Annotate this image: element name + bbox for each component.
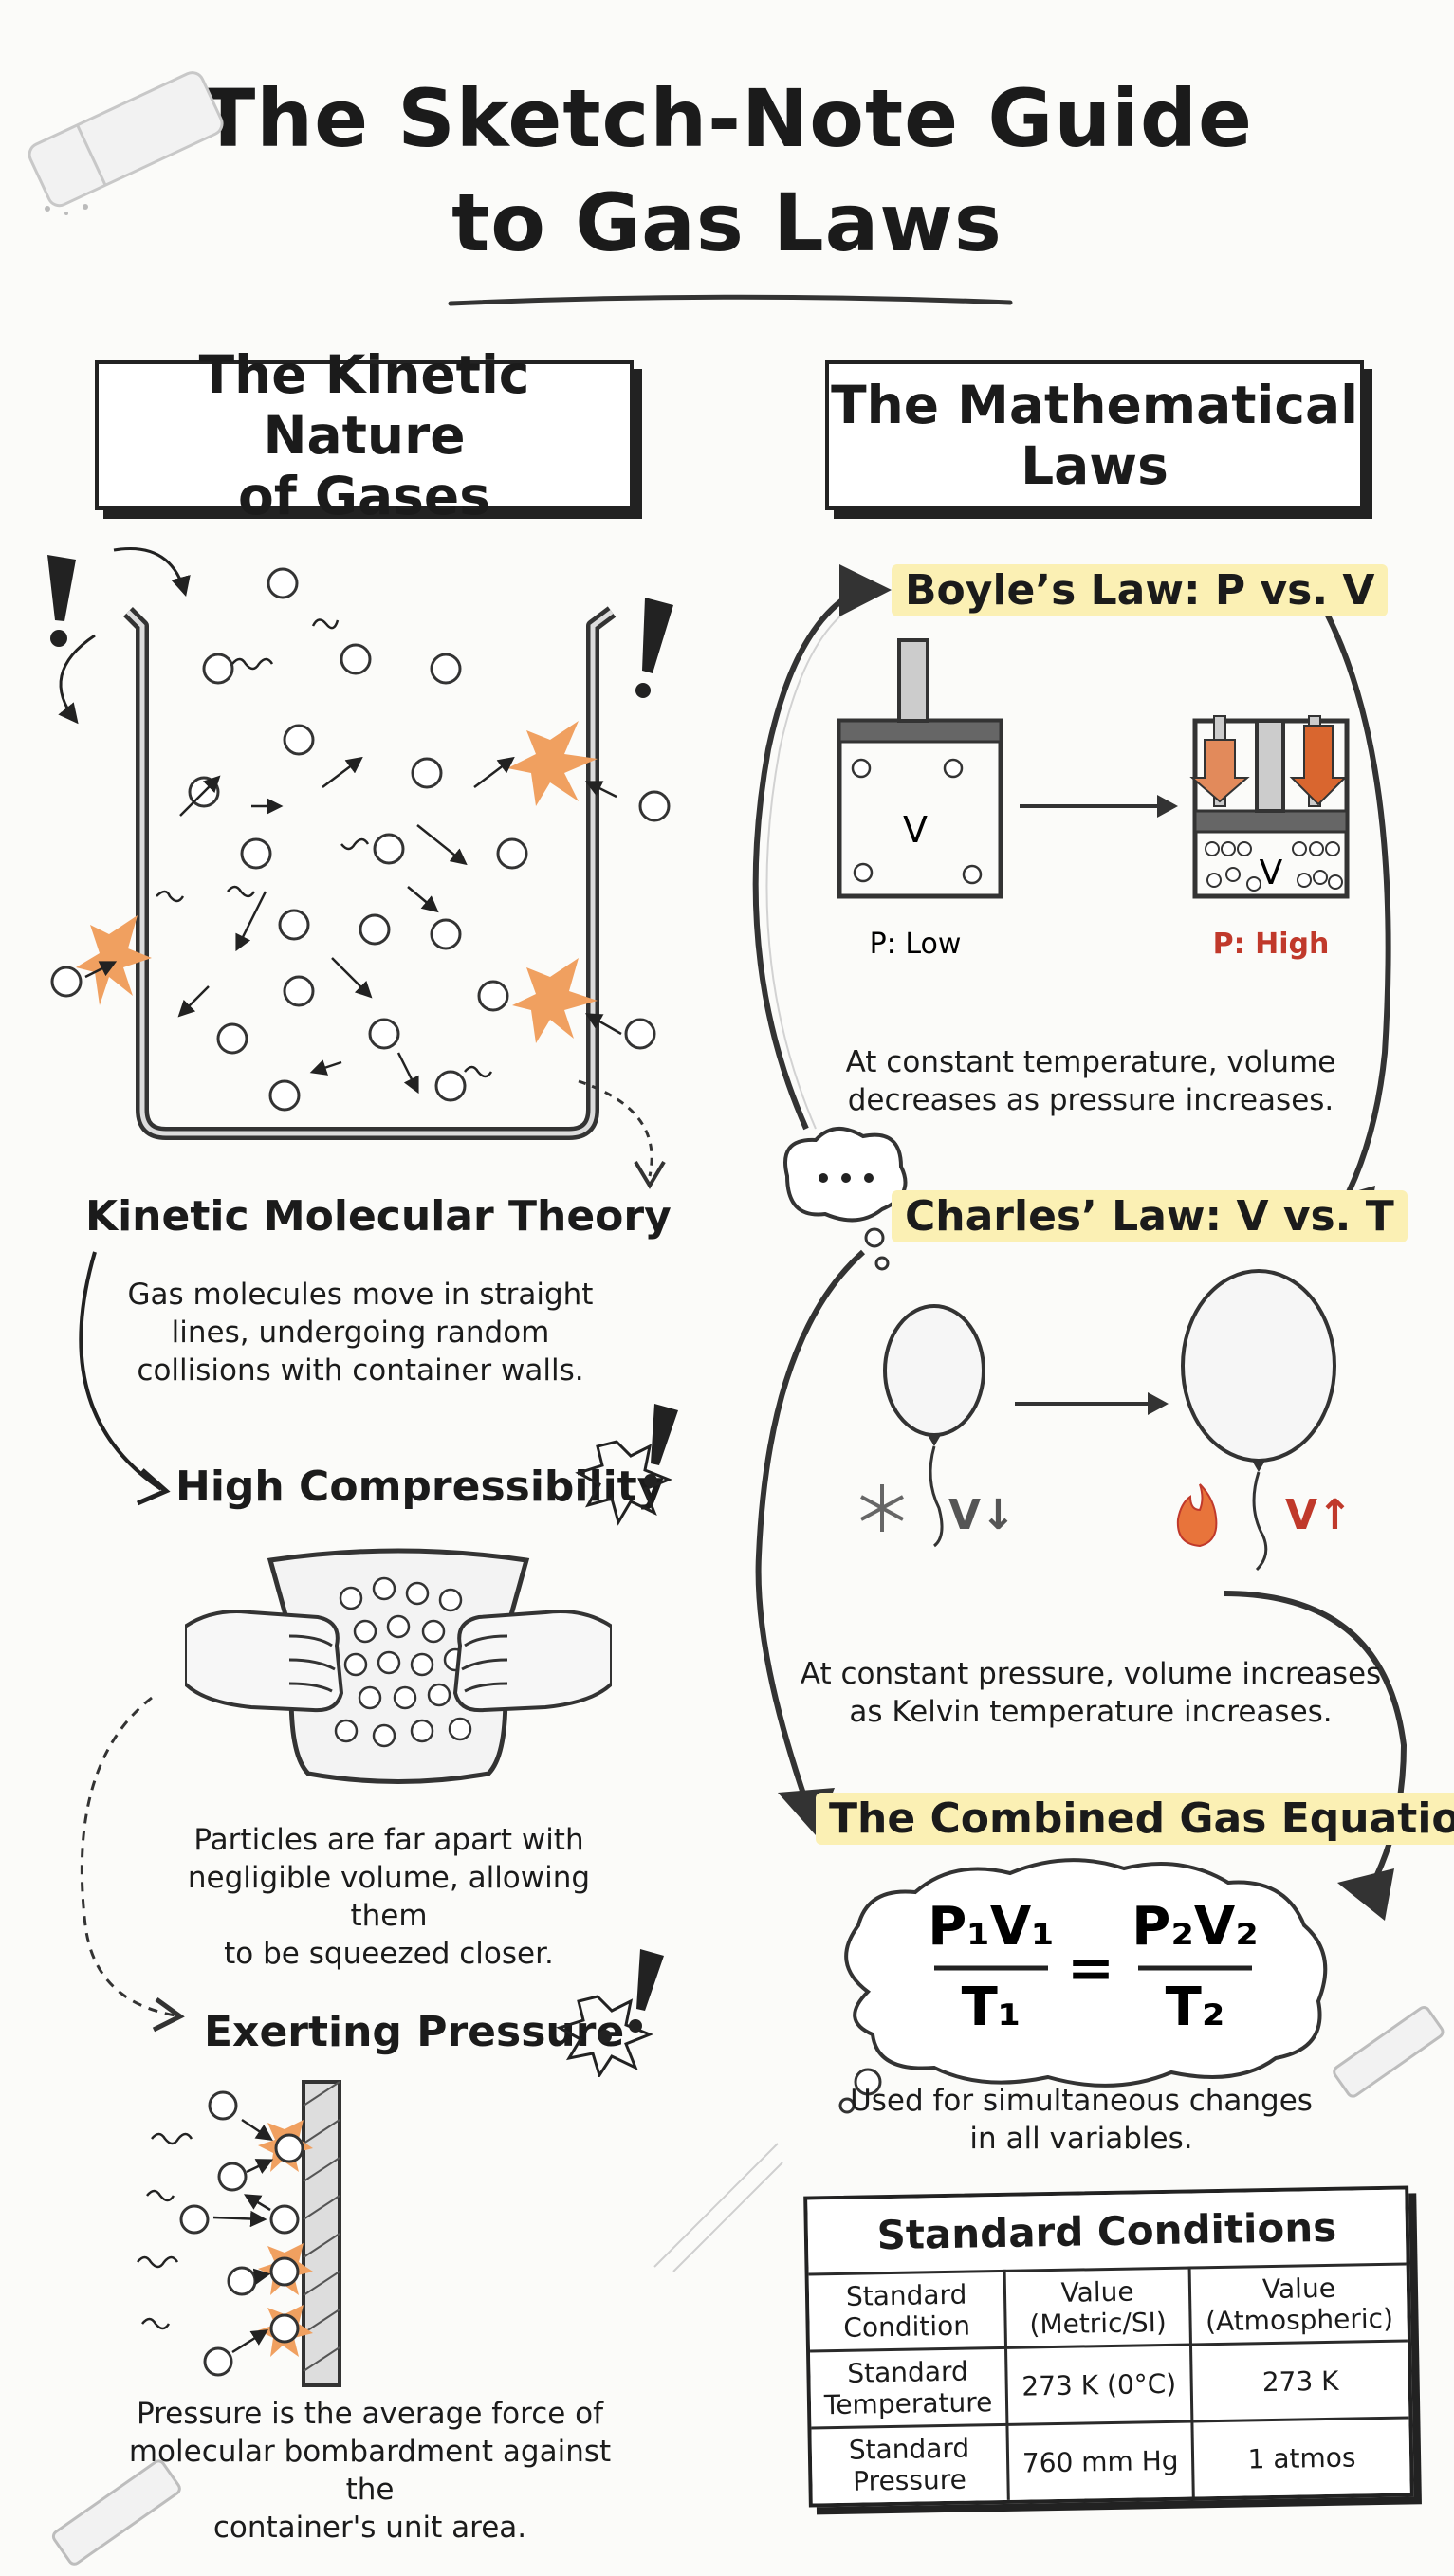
- lhs-denominator: T₁: [962, 1977, 1021, 2038]
- kinetic-section-header: The Kinetic Nature of Gases: [95, 344, 634, 526]
- table-row: Standard Pressure 760 mm Hg 1 atmos: [811, 2417, 1410, 2504]
- pencil-sketch: [1333, 2006, 1445, 2098]
- snowflake-icon: [860, 1484, 904, 1532]
- kmt-title: Kinetic Molecular Theory: [85, 1192, 672, 1241]
- table-header: Value (Atmospheric): [1189, 2264, 1408, 2345]
- boyle-v-low: V: [903, 809, 928, 851]
- wall-bombardment-illustration: [137, 2080, 341, 2387]
- charles-balloon-diagram: V↓ V↑: [860, 1269, 1353, 1572]
- dashed-arrow: [80, 1696, 185, 2033]
- math-section-header: The Mathematical Laws: [825, 360, 1364, 510]
- boyle-piston-diagram: V V P: Low P: High: [837, 638, 1350, 961]
- boyle-title: Boyle’s Law: P vs. V: [892, 564, 1389, 616]
- compress-bag-illustration: [185, 1548, 612, 1784]
- lhs-numerator: P₁V₁: [928, 1896, 1054, 1958]
- boyle-low-label: P: Low: [870, 928, 962, 961]
- equals-sign: =: [1067, 1935, 1114, 2001]
- table-cell: 1 atmos: [1191, 2417, 1410, 2497]
- burst-exclamation-icon: [575, 1404, 678, 1526]
- beaker-gas-illustration: [47, 547, 673, 1140]
- table-header: Standard Condition: [808, 2271, 1006, 2351]
- standard-conditions-table: Standard Conditions Standard Condition V…: [807, 2189, 1410, 2504]
- eraser-sketch: [28, 71, 224, 215]
- dashed-arrow: [578, 1079, 666, 1189]
- table-cell: 273 K (0°C): [1005, 2344, 1192, 2425]
- table-header: Value (Metric/SI): [1004, 2268, 1191, 2348]
- rhs-numerator: P₂V₂: [1132, 1896, 1258, 1958]
- charles-title: Charles’ Law: V vs. T: [892, 1190, 1408, 1242]
- combined-title: The Combined Gas Equation: [816, 1793, 1454, 1845]
- table-row: Standard Temperature 273 K (0°C) 273 K: [810, 2341, 1409, 2428]
- exclamation-icon: [47, 555, 673, 698]
- standard-conditions-card: Standard Conditions Standard Condition V…: [803, 2185, 1414, 2508]
- kmt-text: Gas molecules move in straight lines, un…: [127, 1278, 594, 1388]
- table-cell: 760 mm Hg: [1007, 2420, 1194, 2500]
- scribble-sketch: [653, 2143, 783, 2272]
- flame-icon: [1176, 1483, 1218, 1548]
- table-cell: Standard Pressure: [811, 2424, 1009, 2504]
- page-title: The Sketch-Note Guide to Gas Laws: [200, 72, 1254, 269]
- curved-arrow: [79, 1251, 171, 1506]
- charles-v-down: V↓: [948, 1491, 1016, 1539]
- title-underline: [448, 294, 1013, 306]
- compressibility-text: Particles are far apart with negligible …: [187, 1823, 591, 1971]
- charles-v-up: V↑: [1285, 1491, 1353, 1539]
- table-cell: 273 K: [1190, 2341, 1409, 2421]
- table-caption: Standard Conditions: [807, 2189, 1407, 2275]
- thought-bubble-icon: [783, 1127, 908, 1271]
- burst-exclamation-icon: [556, 1949, 664, 2077]
- pressure-text: Pressure is the average force of molecul…: [128, 2397, 612, 2545]
- pencil-sketch: [51, 2459, 181, 2566]
- charles-text: At constant pressure, volume increases a…: [800, 1657, 1382, 1729]
- boyle-v-high: V: [1260, 854, 1283, 892]
- boyle-text: At constant temperature, volume decrease…: [845, 1045, 1336, 1117]
- combined-text: Used for simultaneous changes in all var…: [850, 2084, 1313, 2156]
- boyle-high-label: P: High: [1213, 928, 1330, 961]
- combined-equation-cloud: P₁V₁ T₁ = P₂V₂ T₂: [838, 1858, 1328, 2114]
- pressure-title: Exerting Pressure: [204, 2008, 625, 2056]
- table-cell: Standard Temperature: [810, 2347, 1008, 2428]
- rhs-denominator: T₂: [1166, 1977, 1225, 2038]
